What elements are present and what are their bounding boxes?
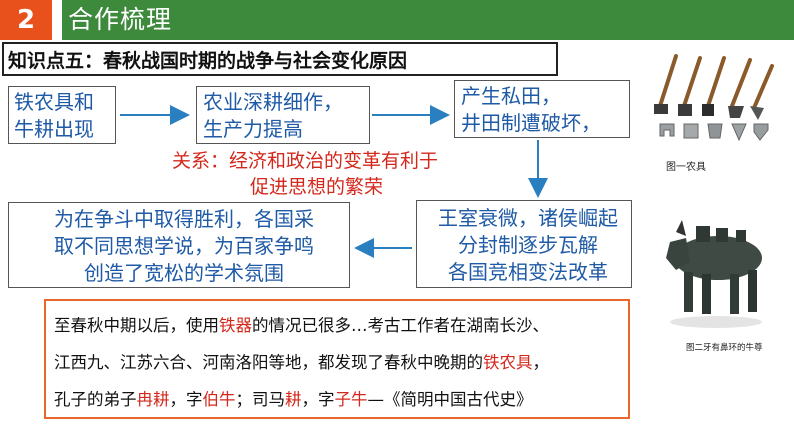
flow-box-2-line-1: 农业深耕细作， bbox=[203, 90, 343, 114]
quote-3g: ，字 bbox=[301, 390, 335, 409]
quote-3h-highlight: 子牛 bbox=[334, 390, 368, 409]
quote-2c: ， bbox=[532, 353, 550, 372]
flow-box-royal-decline: 王室衰微，诸侯崛起 分封制逐步瓦解 各国竞相变法改革 bbox=[416, 200, 632, 288]
flow-box-3-line-2: 井田制遭破坏， bbox=[461, 111, 601, 135]
section-title: 合作梳理 bbox=[68, 5, 173, 34]
quote-3e: ；司马 bbox=[235, 390, 286, 409]
relation-line-1: 关系：经济和政治的变革有利于 bbox=[172, 150, 439, 172]
quote-3c: ，字 bbox=[169, 390, 203, 409]
flow-box-4-line-3: 各国竞相变法改革 bbox=[448, 260, 608, 284]
bronze-ox-vessel-image bbox=[656, 192, 774, 332]
flow-box-4-line-2: 分封制逐步瓦解 bbox=[458, 233, 598, 257]
flow-box-agriculture: 农业深耕细作， 生产力提高 bbox=[196, 86, 370, 144]
quote-2b-highlight: 铁农具 bbox=[483, 353, 533, 372]
quote-2a: 江西九、江苏六合、河南洛阳等地，都发现了春秋中晚期的 bbox=[54, 353, 483, 372]
knowledge-point-title: 知识点五：春秋战国时期的战争与社会变化原因 bbox=[2, 42, 558, 76]
flow-box-3-line-1: 产生私田， bbox=[461, 84, 561, 108]
quote-3i: —《简明中国古代史》 bbox=[367, 390, 533, 409]
section-number: 2 bbox=[0, 0, 52, 40]
flow-box-1-line-1: 铁农具和 bbox=[14, 90, 94, 114]
flow-box-5-line-2: 取不同思想学说，为百家争鸣 bbox=[54, 234, 314, 258]
quote-1c: 的情况已很多…考古工作者在湖南长沙、 bbox=[252, 316, 549, 335]
quote-line-3: 孔子的弟子冉耕，字伯牛；司马耕，字子牛—《简明中国古代史》 bbox=[54, 381, 628, 418]
quote-1b-highlight: 铁器 bbox=[219, 316, 252, 335]
caption-farming-tools: 图一农具 bbox=[666, 162, 706, 173]
quote-line-2: 江西九、江苏六合、河南洛阳等地，都发现了春秋中晚期的铁农具， bbox=[54, 344, 628, 381]
historical-quote-box: 至春秋中期以后，使用铁器的情况已很多…考古工作者在湖南长沙、 江西九、江苏六合、… bbox=[44, 299, 630, 419]
flow-box-4-line-1: 王室衰微，诸侯崛起 bbox=[438, 206, 618, 230]
quote-3f-highlight: 耕 bbox=[285, 390, 302, 409]
quote-1a: 至春秋中期以后，使用 bbox=[54, 316, 219, 335]
quote-3d-highlight: 伯牛 bbox=[202, 390, 236, 409]
flow-box-5-line-3: 创造了宽松的学术氛围 bbox=[84, 261, 284, 285]
quote-line-1: 至春秋中期以后，使用铁器的情况已很多…考古工作者在湖南长沙、 bbox=[54, 307, 628, 344]
flow-box-2-line-2: 生产力提高 bbox=[203, 117, 303, 141]
relation-line-2: 促进思想的繁荣 bbox=[250, 176, 384, 198]
quote-3b-highlight: 冉耕 bbox=[136, 390, 170, 409]
flow-box-5-line-1: 为在争斗中取得胜利，各国采 bbox=[54, 207, 314, 231]
header-bar bbox=[62, 0, 794, 40]
quote-3a: 孔子的弟子 bbox=[54, 390, 137, 409]
caption-bronze-ox: 图二牙有鼻环的牛尊 bbox=[686, 343, 763, 353]
farming-tools-image bbox=[650, 48, 778, 156]
flow-box-1-line-2: 牛耕出现 bbox=[14, 117, 94, 141]
flow-box-iron-tools: 铁农具和 牛耕出现 bbox=[8, 86, 116, 144]
flow-box-private-land: 产生私田， 井田制遭破坏， bbox=[454, 80, 630, 138]
flow-box-hundred-schools: 为在争斗中取得胜利，各国采 取不同思想学说，为百家争鸣 创造了宽松的学术氛围 bbox=[8, 202, 350, 288]
